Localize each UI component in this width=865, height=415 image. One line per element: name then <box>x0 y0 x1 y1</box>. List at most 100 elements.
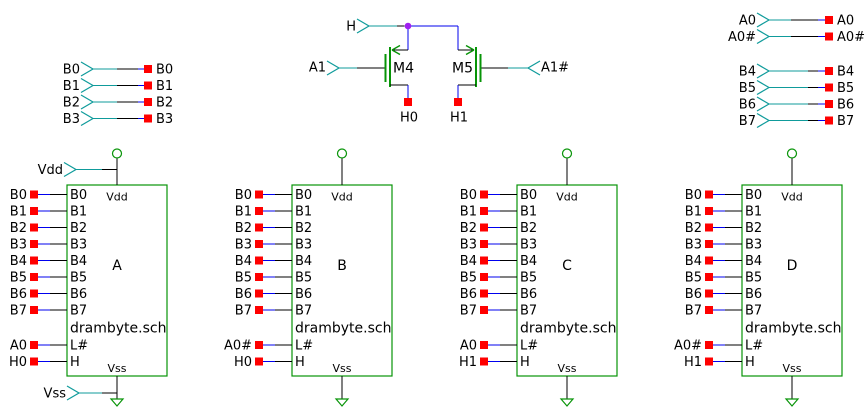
vss-port-label: Vss <box>333 362 352 375</box>
input-pin-chevron-icon <box>756 63 771 79</box>
instance-name: B <box>337 258 347 274</box>
port-label: L# <box>745 339 763 354</box>
net-label: B7 <box>685 304 702 319</box>
symbol-title: drambyte.sch <box>520 321 616 337</box>
net-label: B6 <box>235 287 252 302</box>
net-label: B7 <box>10 304 27 319</box>
port-label: L# <box>295 339 313 354</box>
input-pin-chevron-icon <box>80 77 95 94</box>
arrow-icon <box>391 44 401 51</box>
pin-box-icon <box>144 65 152 73</box>
vss-input-pin[interactable]: Vss <box>44 385 117 402</box>
pin-label: B2 <box>63 96 80 111</box>
port-label: B2 <box>70 221 87 236</box>
net-label: B4 <box>685 254 702 269</box>
pin-box-icon <box>705 190 713 199</box>
vss-ground-icon <box>784 398 800 407</box>
net-label: B5 <box>235 271 252 286</box>
pin-label: Vdd <box>38 163 63 178</box>
arrow-icon <box>465 44 475 51</box>
gate-pin-label: A1# <box>541 61 569 76</box>
net-label: B7 <box>837 114 854 129</box>
net-label: B6 <box>460 287 477 302</box>
vdd-supply-icon <box>336 148 348 159</box>
pin-box-icon <box>255 306 263 314</box>
input-pin-chevron-icon <box>526 60 541 76</box>
net-label: B0 <box>685 188 702 203</box>
ipin-row-A0#[interactable]: A0#A0# <box>728 28 865 46</box>
net-label: B7 <box>235 304 252 319</box>
pin-box-icon <box>480 357 488 366</box>
h-net-wire[interactable] <box>404 22 459 50</box>
pin-box-icon <box>255 289 263 298</box>
vss-port-label: Vss <box>558 362 577 375</box>
port-label: B3 <box>520 238 537 253</box>
net-label: B3 <box>156 112 173 127</box>
pin-box-icon <box>30 207 38 215</box>
input-pin-chevron-icon <box>80 110 95 127</box>
net-label: B0 <box>460 188 477 203</box>
port-label: B0 <box>70 188 87 203</box>
pin-label: Vss <box>44 387 67 402</box>
net-label: B1 <box>460 205 477 220</box>
pin-label: B4 <box>739 65 756 80</box>
ipin-row-B7[interactable]: B7 B7 <box>739 112 854 130</box>
pin-box-icon <box>705 341 713 349</box>
port-label: H <box>520 355 530 370</box>
port-label: B5 <box>745 271 762 286</box>
net-label: B5 <box>460 271 477 286</box>
pin-box-icon <box>705 207 713 215</box>
pin-box-icon <box>30 289 38 298</box>
vss-ground-icon <box>334 398 350 407</box>
port-label: B7 <box>745 304 762 319</box>
pin-box-icon <box>825 116 833 125</box>
input-pin-chevron-icon <box>756 79 771 96</box>
input-pin-chevron-icon <box>80 61 95 77</box>
symbol-title: drambyte.sch <box>295 321 391 337</box>
vss-port-label: Vss <box>108 362 127 375</box>
net-label: B0 <box>10 188 27 203</box>
port-label: B4 <box>520 254 537 269</box>
instance-name: C <box>562 258 572 274</box>
port-label: B6 <box>520 287 537 302</box>
out-net-label: H1 <box>450 111 468 126</box>
pin-label: B7 <box>739 114 756 129</box>
transistor-name: M4 <box>393 61 414 77</box>
pin-label: B5 <box>739 81 756 96</box>
port-label: B2 <box>520 221 537 236</box>
port-label: B5 <box>295 271 312 286</box>
input-pin-chevron-icon <box>756 28 771 45</box>
port-label: B0 <box>520 188 537 203</box>
pin-box-icon <box>30 341 38 349</box>
net-label: H1 <box>459 355 477 370</box>
pin-box-icon <box>825 32 833 41</box>
pin-box-icon <box>480 207 488 215</box>
vdd-input-pin[interactable]: Vdd <box>38 161 117 179</box>
port-label: B7 <box>70 304 87 319</box>
gate-pin-label: A1 <box>309 61 326 76</box>
h-input-pin[interactable]: H <box>346 18 405 35</box>
pin-box-icon <box>255 357 263 366</box>
pin-label: B0 <box>63 63 80 78</box>
net-label: B4 <box>235 254 252 269</box>
pin-box-icon <box>705 240 713 248</box>
pin-label: A0 <box>739 14 756 29</box>
net-label: B5 <box>685 271 702 286</box>
port-label: H <box>295 355 305 370</box>
out-net-label: H0 <box>400 111 418 126</box>
